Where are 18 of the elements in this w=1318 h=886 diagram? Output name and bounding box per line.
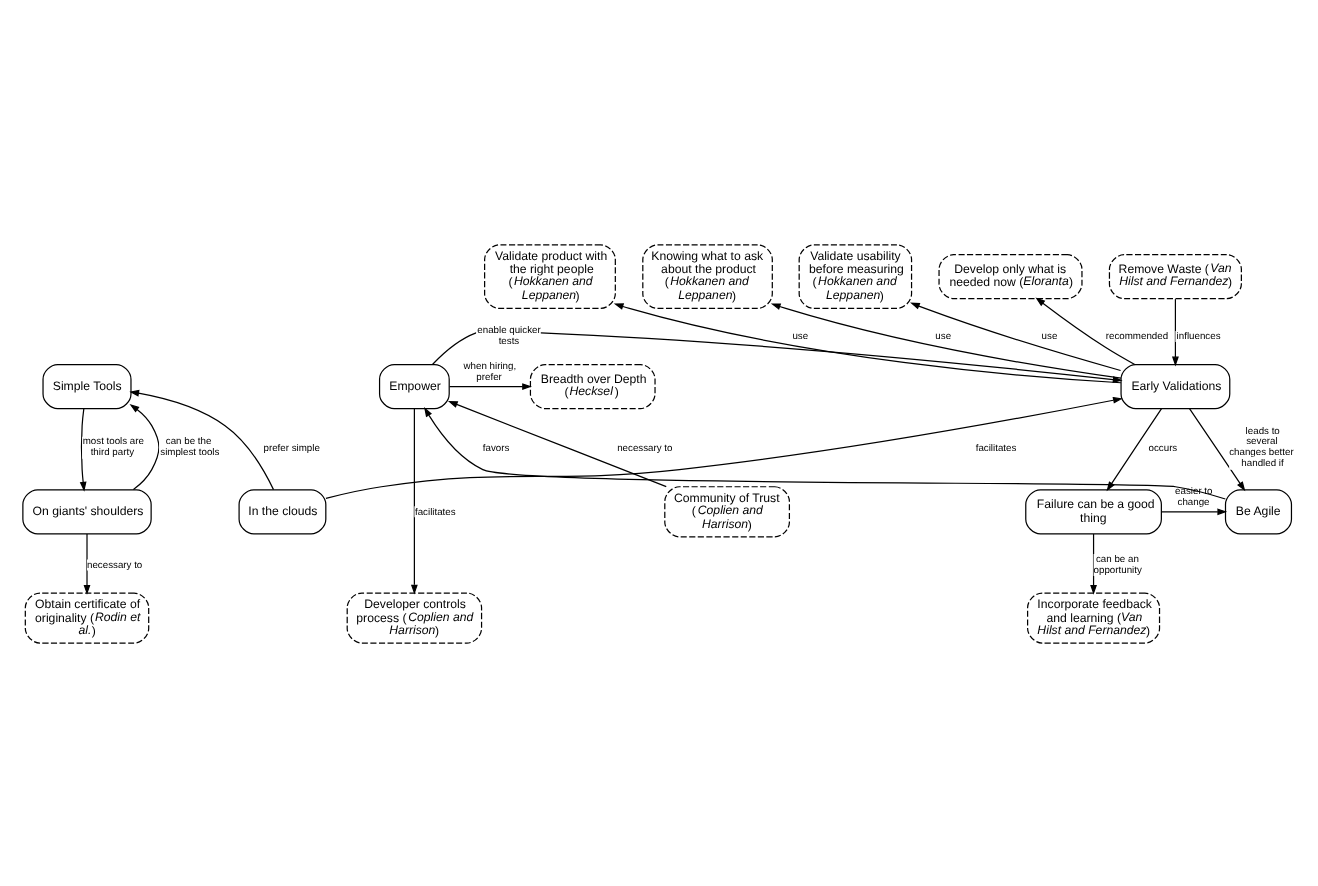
arrow	[770, 302, 1122, 378]
arrow	[1106, 407, 1163, 491]
arrow	[910, 301, 1122, 371]
arrow	[1188, 407, 1246, 491]
arrow	[1172, 297, 1179, 366]
arrow	[79, 407, 87, 491]
arrow	[129, 388, 275, 490]
arrow	[129, 403, 160, 490]
arrow	[325, 395, 1123, 498]
arrow	[1090, 532, 1097, 594]
arrow	[447, 399, 667, 487]
arrow	[613, 302, 1122, 383]
arrow	[1035, 296, 1136, 365]
arrow	[424, 406, 1226, 499]
arrow	[410, 407, 418, 594]
arrow	[449, 382, 532, 389]
arrow	[83, 532, 91, 594]
arrow	[1161, 507, 1228, 515]
